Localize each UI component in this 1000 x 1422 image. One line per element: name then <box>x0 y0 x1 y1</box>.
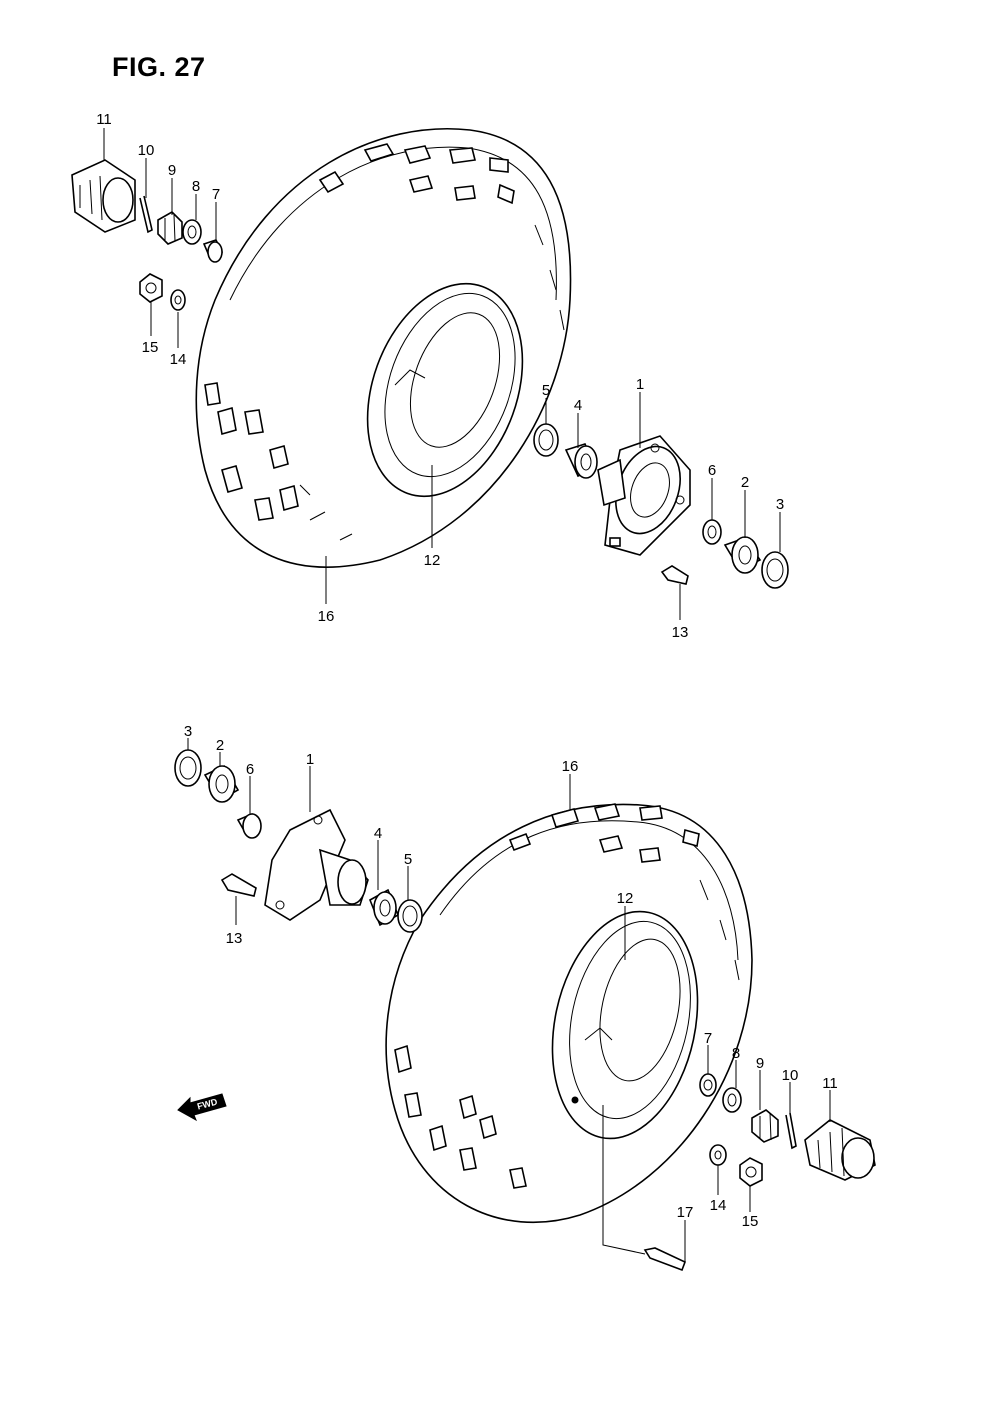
wheel-hub-icon <box>264 808 369 921</box>
callout-8: 8 <box>192 178 200 195</box>
callout-8: 8 <box>732 1045 740 1062</box>
bolt-icon <box>660 565 689 585</box>
spacer-icon <box>236 812 262 839</box>
washer-icon <box>709 1144 727 1166</box>
callout-12: 12 <box>617 890 634 907</box>
top-assembly: 11 10 9 8 7 15 14 5 4 1 6 2 3 12 16 13 <box>71 111 789 641</box>
callout-1: 1 <box>306 751 314 768</box>
leader-lines <box>103 128 781 620</box>
castle-nut-icon <box>157 211 183 245</box>
hub-cap-icon <box>804 1119 876 1181</box>
callout-14: 14 <box>170 351 187 368</box>
spacer-icon <box>702 519 722 545</box>
washer-icon <box>170 289 186 311</box>
callout-15: 15 <box>742 1213 759 1230</box>
hub-cap-icon <box>71 159 136 233</box>
callout-10: 10 <box>782 1067 799 1084</box>
callout-11: 11 <box>822 1075 838 1092</box>
cotter-pin-icon <box>785 1112 797 1150</box>
callout-2: 2 <box>216 737 224 754</box>
bolt-icon <box>220 873 257 897</box>
bearing-icon <box>723 536 762 574</box>
cotter-pin-icon <box>139 195 153 234</box>
callout-11: 11 <box>96 111 112 128</box>
leader-lines <box>187 738 831 1262</box>
callout-4: 4 <box>374 825 382 842</box>
figure-title: FIG. 27 <box>112 52 206 82</box>
wheel-hub-icon <box>597 435 691 556</box>
callout-3: 3 <box>776 496 784 513</box>
valve-icon <box>643 1247 687 1272</box>
oil-seal-icon <box>761 551 789 589</box>
oil-seal-icon <box>397 899 423 933</box>
spacer-icon <box>202 239 224 263</box>
callout-5: 5 <box>542 382 550 399</box>
callout-2: 2 <box>741 474 749 491</box>
washer-icon <box>182 219 202 245</box>
castle-nut-icon <box>751 1109 779 1143</box>
callout-1: 1 <box>636 376 644 393</box>
callout-7: 7 <box>704 1030 712 1047</box>
callout-9: 9 <box>756 1055 764 1072</box>
oil-seal-icon <box>174 749 202 787</box>
washer-icon <box>722 1087 742 1113</box>
callout-13: 13 <box>672 624 689 641</box>
tire-tread <box>204 143 565 541</box>
callout-4: 4 <box>574 397 582 414</box>
nut-icon <box>139 273 163 303</box>
bearing-icon <box>564 443 598 479</box>
callout-3: 3 <box>184 723 192 740</box>
callout-7: 7 <box>212 186 220 203</box>
tire-icon <box>385 803 753 1224</box>
callout-12: 12 <box>424 552 441 569</box>
tire-tread <box>394 803 740 1189</box>
callout-10: 10 <box>138 142 155 159</box>
callout-5: 5 <box>404 851 412 868</box>
callout-16: 16 <box>562 758 579 775</box>
callout-14: 14 <box>710 1197 727 1214</box>
callout-9: 9 <box>168 162 176 179</box>
callout-15: 15 <box>142 339 159 356</box>
bottom-assembly: FWD <box>174 723 876 1272</box>
callout-17: 17 <box>677 1204 694 1221</box>
tire-icon <box>195 128 572 568</box>
callout-16: 16 <box>318 608 335 625</box>
oil-seal-icon <box>533 423 559 457</box>
callout-6: 6 <box>708 462 716 479</box>
spacer-icon <box>699 1073 717 1097</box>
callout-13: 13 <box>226 930 243 947</box>
nut-icon <box>739 1157 763 1187</box>
callout-6: 6 <box>246 761 254 778</box>
fwd-arrow-icon: FWD <box>177 1093 227 1122</box>
bearing-icon <box>203 764 240 803</box>
bearing-icon <box>368 888 400 927</box>
